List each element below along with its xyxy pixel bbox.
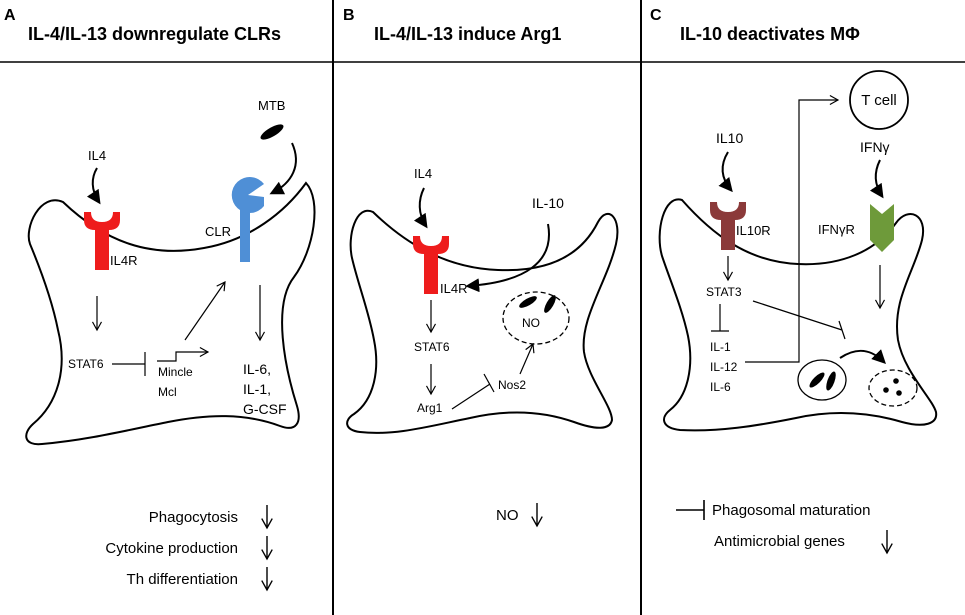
effect-antimicrobial: Antimicrobial genes: [714, 533, 845, 550]
panel-title: IL-10 deactivates MΦ: [680, 24, 860, 44]
degraded-particle: [883, 387, 889, 393]
degraded-particle: [896, 390, 902, 396]
il4r-receptor-icon: [84, 212, 120, 270]
degraded-particle: [893, 378, 899, 384]
il4-arrow: [86, 167, 101, 205]
il4-arrow: [413, 187, 428, 229]
panel-letter: C: [650, 7, 662, 24]
no-vesicle-label: NO: [522, 316, 540, 330]
ifngr-label: IFNγR: [818, 222, 855, 237]
mcl-label: Mcl: [158, 385, 177, 399]
effect-no: NO: [496, 507, 519, 524]
il12-to-tcell-arrow: [745, 94, 840, 363]
clr-receptor-icon: [231, 177, 264, 262]
stat3-label: STAT3: [706, 285, 742, 299]
panel-title: IL-4/IL-13 downregulate CLRs: [28, 24, 281, 44]
il10-arrow: [465, 223, 550, 293]
ifng-label: IFNγ: [860, 139, 890, 155]
inhibition-bar: [838, 320, 846, 340]
il12-label: IL-12: [710, 360, 738, 374]
mtb-bacillus-icon: [544, 295, 556, 313]
macrophage-cell: [346, 209, 619, 434]
il10-arrow: [718, 151, 733, 193]
il10r-receptor-icon: [710, 202, 746, 250]
il1-label: IL-1,: [243, 381, 271, 397]
il4r-receptor-icon: [413, 236, 449, 294]
stat6-label: STAT6: [414, 340, 450, 354]
inhibition-bar: [483, 373, 495, 393]
il4r-label: IL4R: [440, 281, 467, 296]
mtb-bacillus-icon: [519, 296, 537, 308]
panel-title: IL-4/IL-13 induce Arg1: [374, 24, 561, 44]
panel-a: A IL-4/IL-13 downregulate CLRs IL4 IL4R …: [4, 7, 316, 592]
mtb-bacillus-icon: [809, 372, 825, 388]
nos2-to-no-arrow: [519, 342, 535, 375]
gene-promoter-icon: [157, 346, 210, 362]
inhibition-line: [451, 383, 491, 410]
mtb-bacillus-icon: [260, 124, 284, 140]
phagosome-vesicle: [502, 291, 570, 345]
panel-letter: A: [4, 7, 16, 24]
il1-label: IL-1: [710, 340, 731, 354]
arg1-label: Arg1: [417, 401, 443, 415]
effect-phagosomal: Phagosomal maturation: [712, 502, 870, 519]
effect-phagocytosis: Phagocytosis: [149, 509, 238, 526]
panel-b: B IL-4/IL-13 induce Arg1 IL4 IL4R IL-10 …: [343, 7, 619, 528]
tcell-label: T cell: [861, 92, 897, 109]
macrophage-cell: [25, 181, 316, 446]
phagolysosome-icon: [868, 369, 918, 407]
maturation-arrow: [839, 349, 886, 364]
il10-label: IL-10: [532, 195, 564, 211]
ifngr-receptor-icon: [870, 204, 894, 252]
mtb-bacillus-icon: [826, 371, 836, 391]
il10-label: IL10: [716, 130, 743, 146]
il10r-label: IL10R: [736, 223, 771, 238]
il4-label: IL4: [88, 148, 106, 163]
mtb-arrow: [269, 142, 297, 195]
gcsf-label: G-CSF: [243, 401, 287, 417]
stat6-label: STAT6: [68, 357, 104, 371]
il6-label: IL-6,: [243, 361, 271, 377]
clr-label: CLR: [205, 224, 231, 239]
effect-cytokine: Cytokine production: [105, 540, 238, 557]
mincle-label: Mincle: [158, 365, 193, 379]
t-cell-icon: [849, 70, 909, 130]
il4r-label: IL4R: [110, 253, 137, 268]
mtb-label: MTB: [258, 98, 285, 113]
macrophage-cell: [658, 198, 938, 432]
panel-c: C IL-10 deactivates MΦ T cell IL10 IFNγ …: [650, 7, 938, 555]
inhibition-line: [752, 300, 843, 331]
phagosome-icon: [797, 359, 847, 401]
il6-label: IL-6: [710, 380, 731, 394]
il4-label: IL4: [414, 166, 432, 181]
effect-th: Th differentiation: [127, 571, 238, 588]
nos2-label: Nos2: [498, 378, 526, 392]
ifng-arrow: [869, 159, 884, 199]
mincle-to-clr-arrow: [184, 281, 226, 341]
panel-letter: B: [343, 7, 355, 24]
